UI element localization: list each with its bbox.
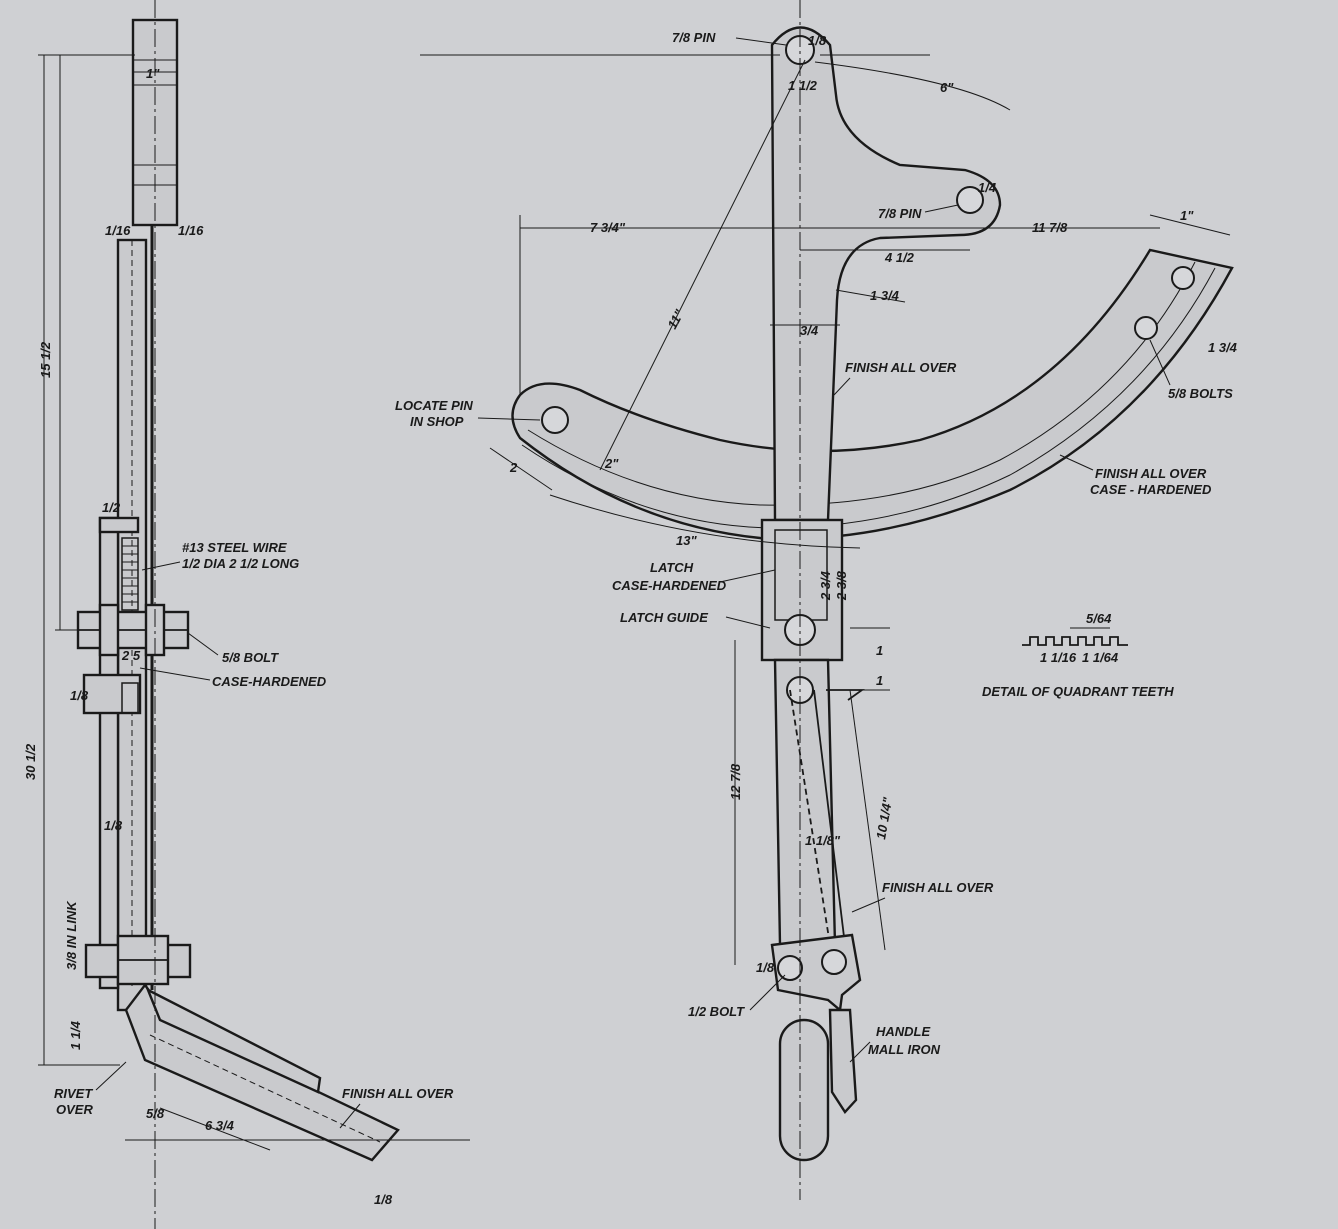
label-locate-pin-2: IN SHOP <box>410 414 464 429</box>
bolt-bottom <box>84 934 192 986</box>
teeth-dim-b: 1 1/64 <box>1082 650 1119 665</box>
label-finish-all-over-3: FINISH ALL OVER <box>342 1086 454 1101</box>
dim-1-8d: 1/8 <box>374 1192 393 1207</box>
dim-0-75: 3/4 <box>800 323 819 338</box>
dim-30-5: 30 1/2 <box>23 743 38 780</box>
dim-1-16-left: 1/16 <box>105 223 131 238</box>
front-view: 11" 6" 7 3/4" 11 7/8 4 1/2 1 3/4 3/4 1 1… <box>395 0 1238 1200</box>
dim-1-8b: 1/8 <box>104 818 123 833</box>
dim-2-34: 2 3/4 <box>818 570 833 601</box>
label-bolt-5-8: 5/8 BOLT <box>222 650 279 665</box>
dim-1-5: 1 1/2 <box>788 78 818 93</box>
label-half-bolt: 1/2 BOLT <box>688 1004 745 1019</box>
label-latch-2: CASE-HARDENED <box>612 578 727 593</box>
dim-2-38: 2 3/8 <box>834 570 849 601</box>
dim-13: 13" <box>676 533 697 548</box>
bolt-5-8 <box>76 603 190 657</box>
dim-6: 6" <box>940 80 954 95</box>
quadrant-pin-hole <box>541 406 569 434</box>
label-case-hardened: CASE-HARDENED <box>212 674 327 689</box>
dim-1-8: 1/8 <box>70 688 89 703</box>
label-handle-1: HANDLE <box>876 1024 930 1039</box>
dim-1-18: 1 1/8" <box>805 833 841 848</box>
label-bolts-5-8: 5/8 BOLTS <box>1168 386 1233 401</box>
dim-1-75b: 1 3/4 <box>1208 340 1238 355</box>
dim-15-5: 15 1/2 <box>38 341 53 378</box>
quadrant <box>511 248 1234 540</box>
teeth-dim-a: 1 1/16 <box>1040 650 1077 665</box>
dim-1-8c: 1/8 <box>756 960 775 975</box>
dim-11-78: 11 7/8 <box>1032 220 1068 235</box>
dim-1-quarter: 1 1/4 <box>68 1020 83 1050</box>
label-steel-wire-1: #13 STEEL WIRE <box>182 540 287 555</box>
dim-11: 11" <box>664 306 687 331</box>
label-finish-case-2: CASE - HARDENED <box>1090 482 1212 497</box>
dim-2-5: 2 5 <box>121 648 141 663</box>
dim-2: 2 <box>509 460 518 475</box>
label-rivet-1: RIVET <box>54 1086 93 1101</box>
label-latch-guide: LATCH GUIDE <box>620 610 708 625</box>
dim-1c: 1 <box>876 643 883 658</box>
label-detail-teeth: DETAIL OF QUADRANT TEETH <box>982 684 1174 699</box>
label-steel-wire-2: 1/2 DIA 2 1/2 LONG <box>182 556 299 571</box>
side-view: 15 1/2 30 1/2 1" 1/16 1/16 1/2 2 5 1/8 1… <box>23 0 470 1229</box>
handle <box>778 1018 830 1162</box>
dim-1-16-right: 1/16 <box>178 223 204 238</box>
mid-pin-hole <box>956 186 984 214</box>
teeth-dim-5-64: 5/64 <box>1086 611 1112 626</box>
spring-coil <box>121 537 139 611</box>
dim-6-75: 6 3/4 <box>205 1118 235 1133</box>
dim-5-8: 5/8 <box>146 1106 165 1121</box>
label-finish-all-over-2: FINISH ALL OVER <box>882 880 994 895</box>
dim-7-75: 7 3/4" <box>590 220 626 235</box>
label-in-link: 3/8 IN LINK <box>64 900 79 970</box>
label-pin-top: 7/8 PIN <box>672 30 716 45</box>
label-rivet-2: OVER <box>56 1102 93 1117</box>
label-latch-1: LATCH <box>650 560 694 575</box>
side-latch-rod <box>98 516 120 990</box>
dim-1in-b: 1" <box>1180 208 1194 223</box>
label-pin-mid: 7/8 PIN <box>878 206 922 221</box>
label-locate-pin-1: LOCATE PIN <box>395 398 473 413</box>
dim-4-5: 4 1/2 <box>884 250 915 265</box>
side-handle-grip <box>124 982 400 1162</box>
teeth-detail: 5/64 1 1/16 1 1/64 DETAIL OF QUADRANT TE… <box>982 611 1174 699</box>
dim-1in-top: 1" <box>146 66 160 81</box>
dim-1-75: 1 3/4 <box>870 288 900 303</box>
dim-10-25: 10 1/4" <box>873 795 895 840</box>
dim-half: 1/2 <box>102 500 121 515</box>
dim-1d: 1 <box>876 673 883 688</box>
label-finish-case-1: FINISH ALL OVER <box>1095 466 1207 481</box>
label-handle-2: MALL IRON <box>868 1042 941 1057</box>
label-finish-all-over-1: FINISH ALL OVER <box>845 360 957 375</box>
dim-2b: 2" <box>604 456 619 471</box>
dim-1-4: 1/4 <box>978 180 997 195</box>
dim-pin-1-8: 1/8 <box>808 33 827 48</box>
